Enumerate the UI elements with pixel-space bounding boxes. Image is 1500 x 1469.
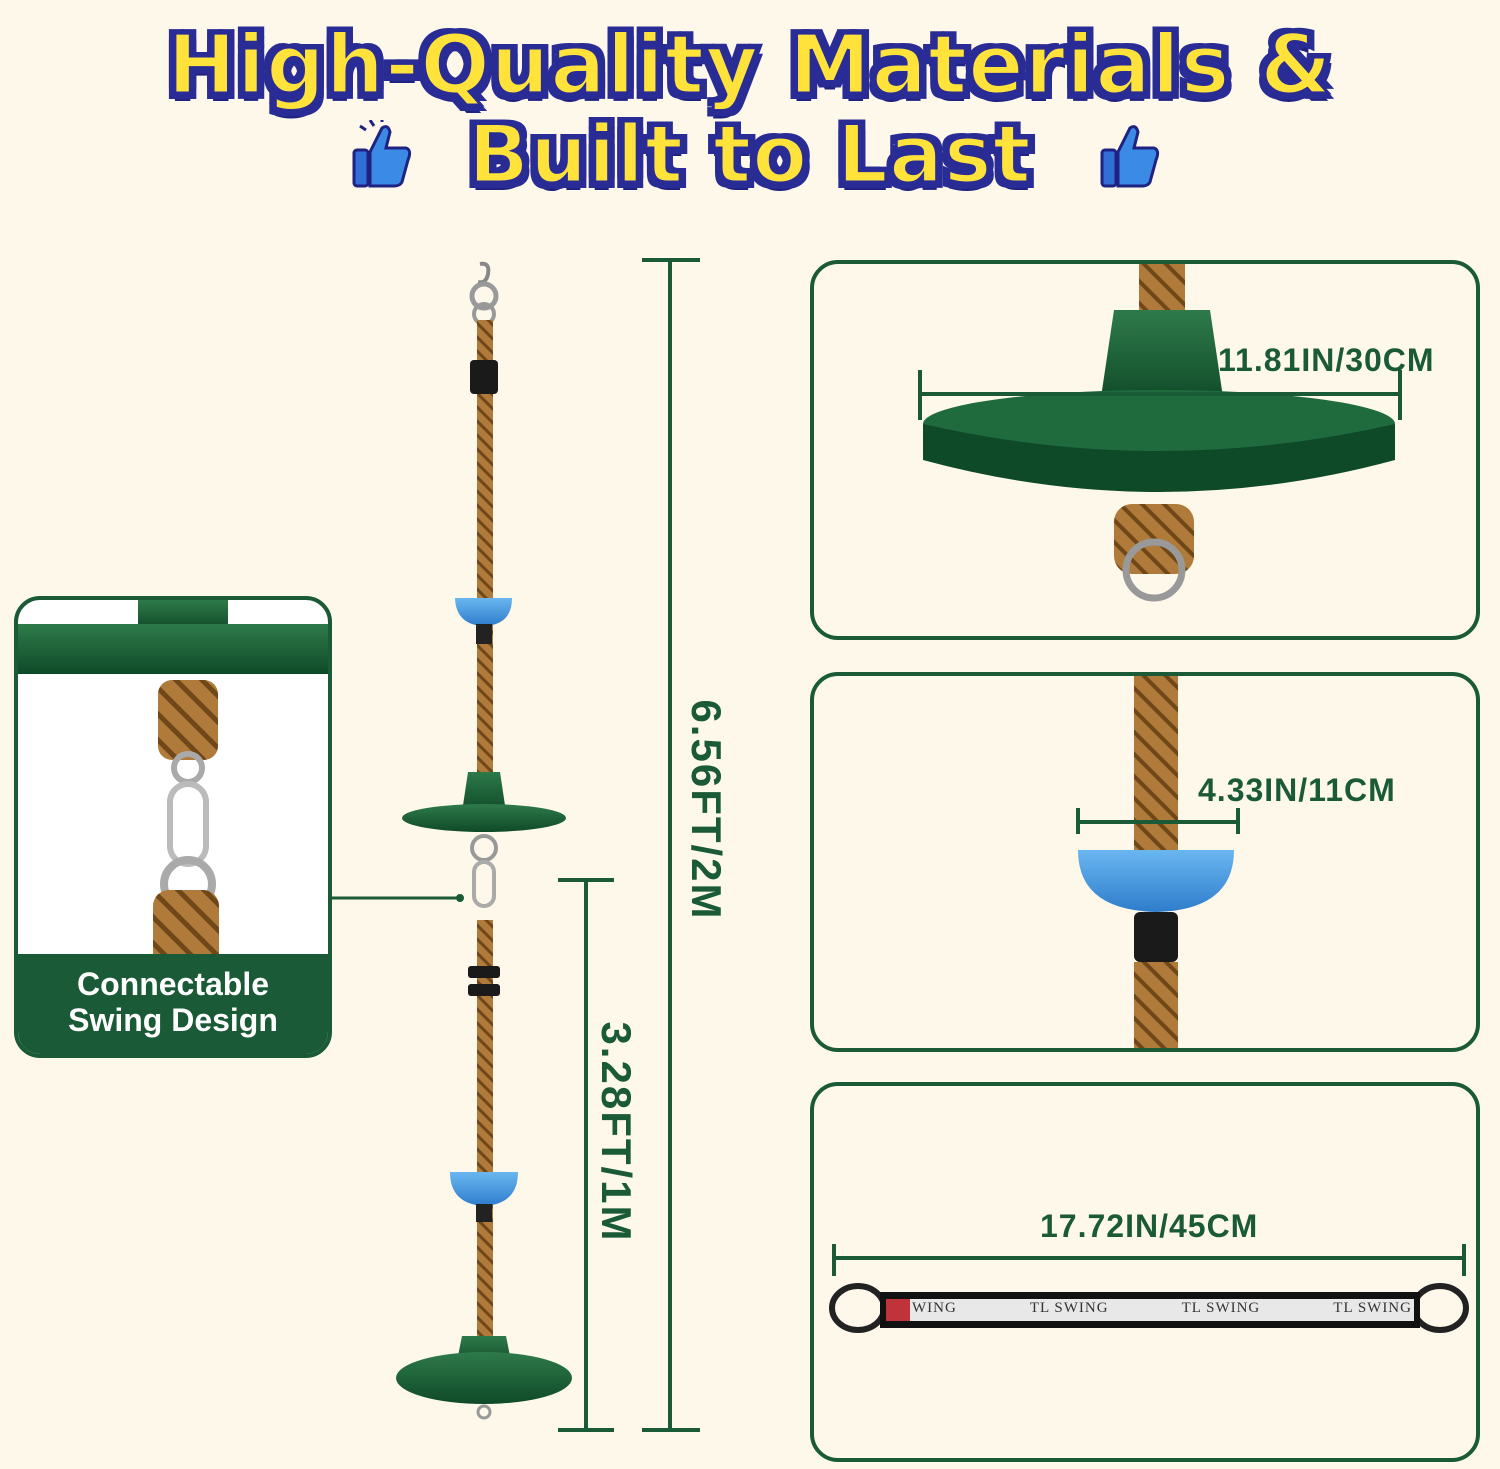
strap-print: WING TL SWING TL SWING TL SWING <box>912 1300 1412 1317</box>
strap-text-4: TL SWING <box>1333 1300 1412 1316</box>
strap-length-label: 17.72IN/45CM <box>1040 1208 1259 1244</box>
total-length-label: 6.56FT/2M <box>683 699 730 921</box>
upper-rope <box>477 320 493 800</box>
strap-text-1: WING <box>912 1300 957 1316</box>
carabiner-icon <box>167 781 209 867</box>
bottom-disc <box>396 1352 572 1404</box>
middle-disc <box>402 804 566 832</box>
step-detail-panel: 4.33IN/11CM <box>810 672 1480 1052</box>
disc-closeup <box>918 264 1402 602</box>
connector-closeup <box>18 600 328 962</box>
hook-icon <box>469 261 499 326</box>
lower-rope <box>477 920 493 1350</box>
step-closeup <box>1076 676 1240 1048</box>
step-diameter-label: 4.33IN/11CM <box>1198 772 1396 808</box>
segment-length-label: 3.28FT/1M <box>593 1021 640 1243</box>
strap-detail-panel: WING TL SWING TL SWING TL SWING 17.72IN/… <box>810 1082 1480 1462</box>
disc-detail-panel: 11.81IN/30CM <box>810 260 1480 640</box>
blue-step-upper <box>455 598 512 626</box>
connectable-callout: Connectable Swing Design <box>14 596 332 1058</box>
callout-line-2: Swing Design <box>68 1002 278 1038</box>
callout-caption: Connectable Swing Design <box>18 954 328 1054</box>
blue-step <box>1078 850 1234 912</box>
rope-clamp <box>470 360 498 394</box>
callout-line-1: Connectable <box>76 966 270 1002</box>
disc-diameter-label: 11.81IN/30CM <box>1218 342 1435 378</box>
strap-text-2: TL SWING <box>1029 1300 1109 1316</box>
blue-step-lower <box>450 1172 518 1206</box>
thumbs-up-icon <box>1100 120 1160 197</box>
strap-text-3: TL SWING <box>1181 1300 1261 1316</box>
carabiner-icon <box>472 860 496 908</box>
headline-line-1: High-Quality Materials & <box>166 17 1333 115</box>
headline-line-2: Built to Last <box>467 107 1033 203</box>
strap-closeup <box>829 1244 1469 1333</box>
